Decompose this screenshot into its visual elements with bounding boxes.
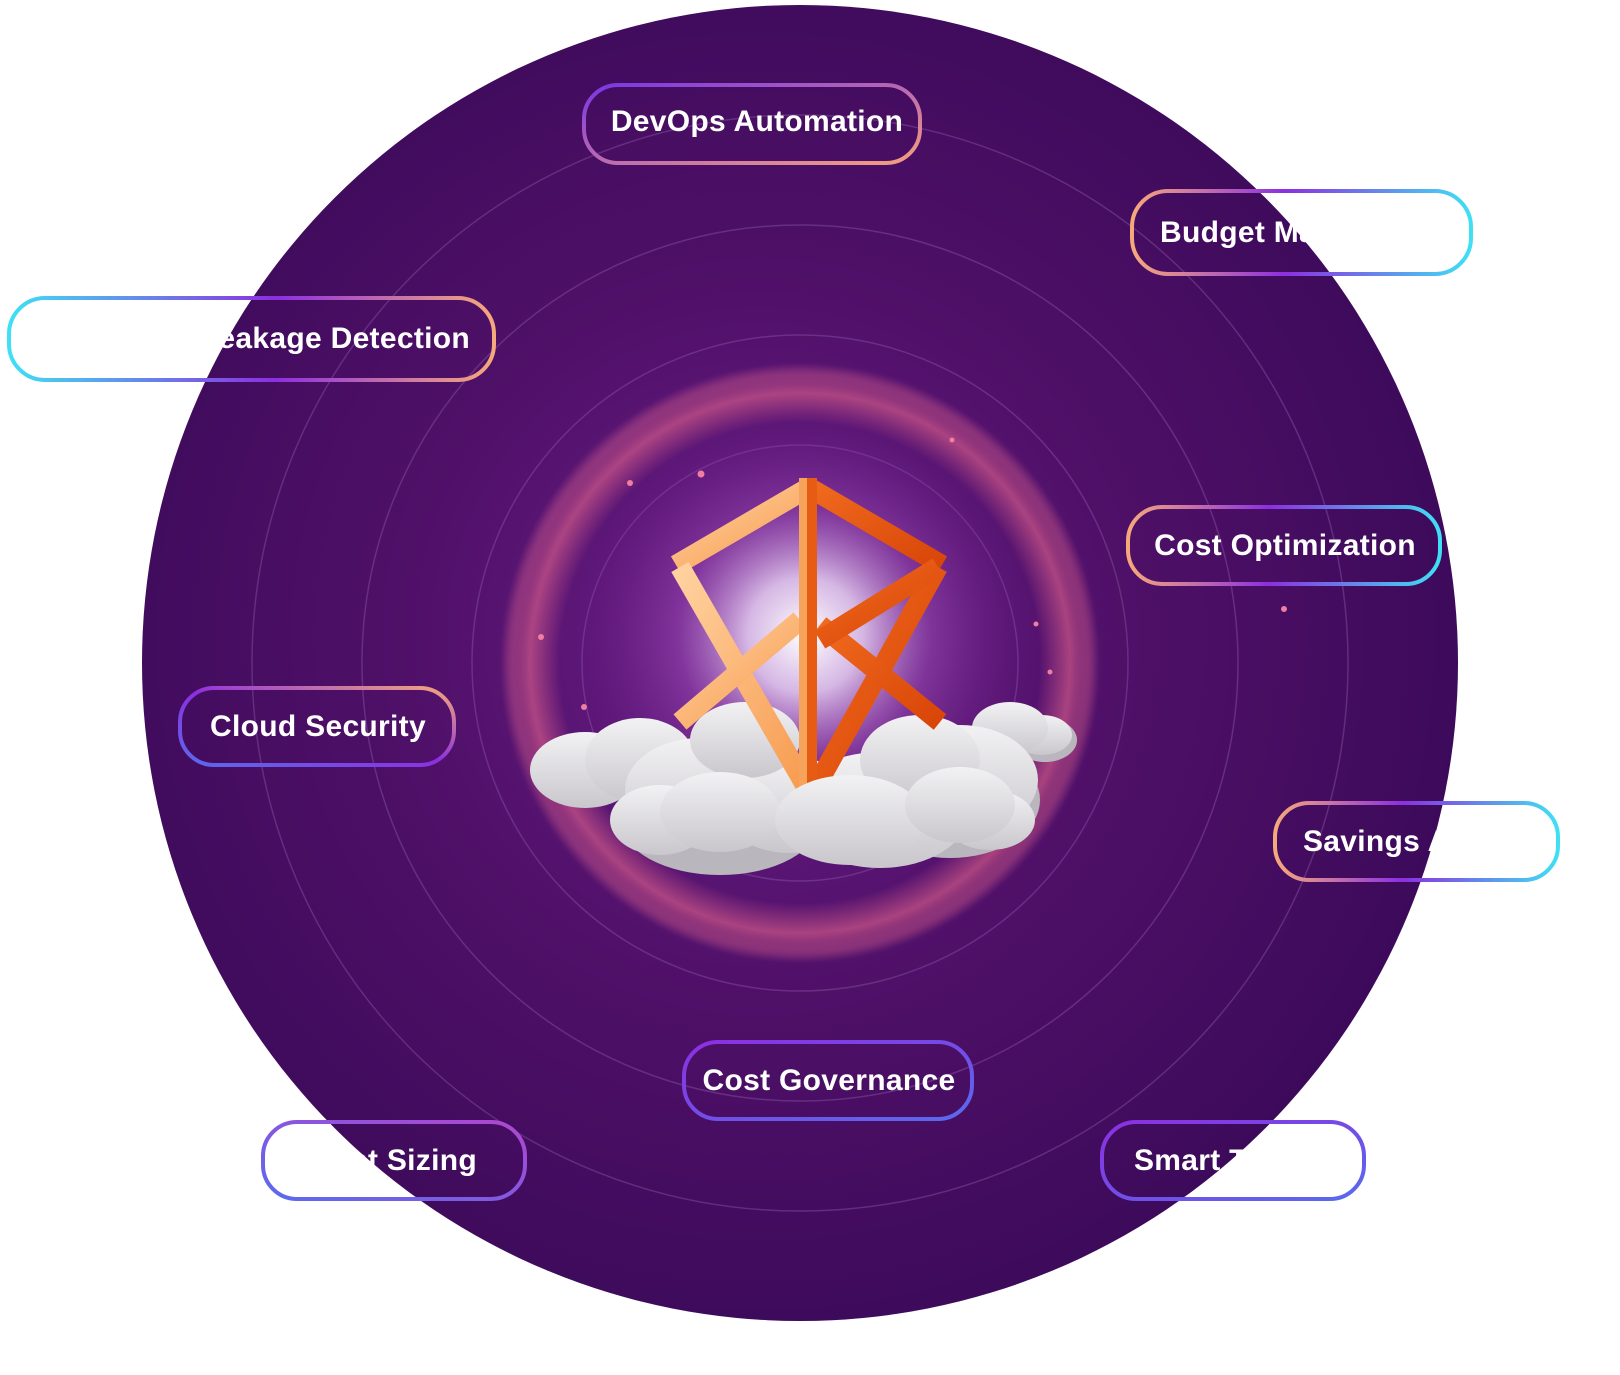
pill-budget-management[interactable]: Budget Ma [1130, 189, 1473, 276]
pill-devops-automation[interactable]: DevOps Automation [582, 83, 922, 165]
pill-label: Smart T [1134, 1144, 1248, 1177]
pill-label: DevOps Automation [611, 105, 903, 138]
sparkle-dots [538, 437, 1287, 710]
pill-cost-governance[interactable]: Cost Governance [682, 1040, 974, 1121]
pill-label: Savings A [1303, 825, 1450, 858]
cloud-front [660, 767, 1015, 865]
pill-right-sizing[interactable]: ht Sizing [261, 1120, 527, 1201]
pill-label: Cost Optimization [1154, 529, 1416, 562]
pill-label: Cloud Security [210, 710, 426, 743]
pill-label: eakage Detection [218, 322, 470, 355]
pill-leakage-detection[interactable]: eakage Detection [7, 296, 496, 382]
pill-cloud-security[interactable]: Cloud Security [178, 686, 456, 767]
pill-label: Cost Governance [703, 1064, 956, 1097]
pill-label: ht Sizing [349, 1144, 477, 1177]
wireframe-cube-logo [666, 478, 952, 800]
pill-cost-optimization[interactable]: Cost Optimization [1126, 505, 1442, 586]
pill-savings-analysis[interactable]: Savings A [1273, 801, 1560, 882]
pill-label: Budget Ma [1160, 216, 1316, 249]
glow-ring-line [509, 372, 1091, 954]
pill-smart-tagging[interactable]: Smart T [1100, 1120, 1366, 1201]
